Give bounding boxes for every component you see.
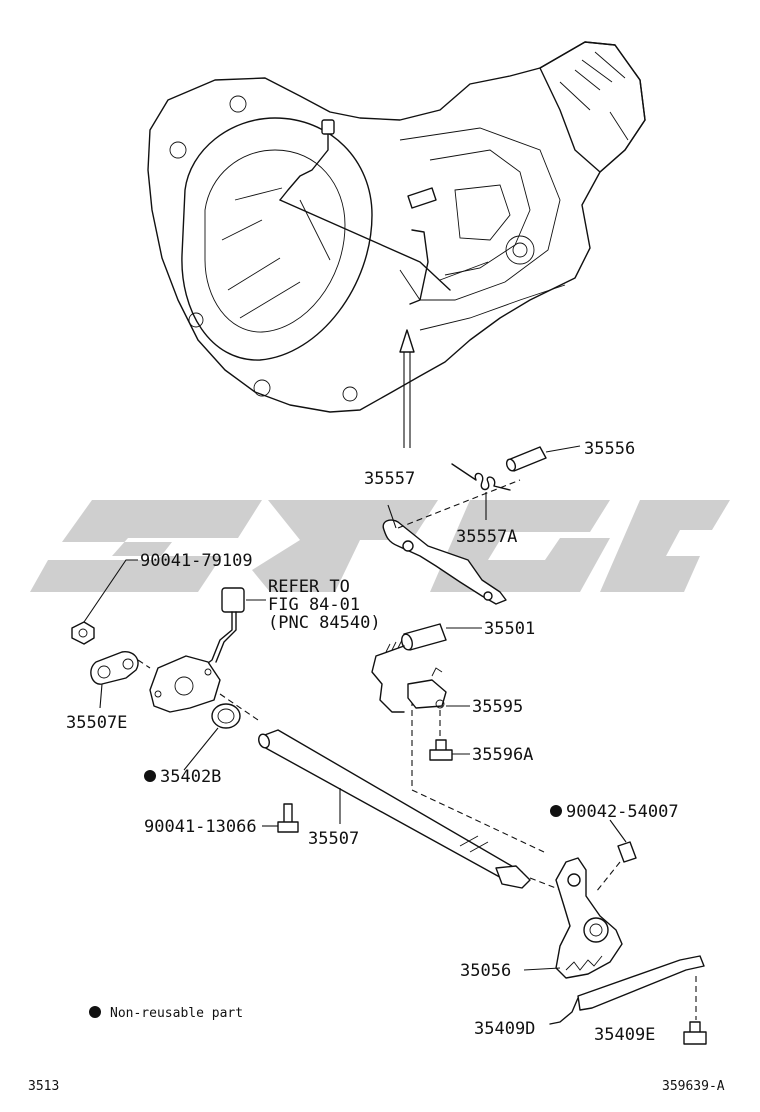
label-35402B: 35402B [160,767,221,787]
label-35556: 35556 [584,439,635,459]
part-35557A-spring [451,463,511,520]
filled-circle-icon [550,805,562,817]
assembly-arrow [399,329,415,448]
footer-right-code: 359639-A [662,1079,725,1094]
label-35557A: 35557A [456,527,517,547]
part-90042-54007-pin [595,819,637,893]
label-35557: 35557 [364,469,415,489]
part-35402B-seal [183,703,241,771]
part-35557-lever [382,479,521,605]
part-35507E-washer [90,651,139,709]
label-35056: 35056 [460,961,511,981]
part-labels: 35556 35557 35557A 90041-79109 REFER TO … [66,439,679,1045]
part-35595-clip [407,667,470,742]
legend-text: Non-reusable part [110,1006,243,1021]
label-35595: 35595 [472,697,523,717]
filled-circle-icon [89,1006,101,1018]
part-35596A-bolt [429,739,470,761]
part-90041-13066-bolt [262,803,299,833]
part-35056-lever [523,857,623,979]
footer-left-code: 3513 [28,1079,59,1094]
label-90042-54007: 90042-54007 [566,802,679,822]
part-90041-79109-nut [71,559,138,645]
filled-circle-icon [144,770,156,782]
watermark-logo [30,500,730,592]
part-35409D-spring [549,955,705,1025]
legend: Non-reusable part [89,1006,243,1021]
part-35507-shaft [258,729,567,893]
label-refer-line-3: (PNC 84540) [268,613,381,633]
label-35507: 35507 [308,829,359,849]
label-35501: 35501 [484,619,535,639]
label-90041-13066: 90041-13066 [144,817,257,837]
label-refer-line-1: REFER TO [268,577,350,597]
part-35409E-bolt [683,976,707,1045]
label-90041-79109: 90041-79109 [140,551,253,571]
label-refer-line-2: FIG 84-01 [268,595,360,615]
transmission-assembly [147,41,646,413]
label-35409D: 35409D [474,1019,535,1039]
footer: 3513 359639-A [28,1079,725,1094]
label-35596A: 35596A [472,745,533,765]
label-35507E: 35507E [66,713,127,733]
part-35501-rod [371,623,545,853]
part-35556-pin [505,445,581,472]
label-35409E: 35409E [594,1025,655,1045]
neutral-start-switch [137,587,266,721]
